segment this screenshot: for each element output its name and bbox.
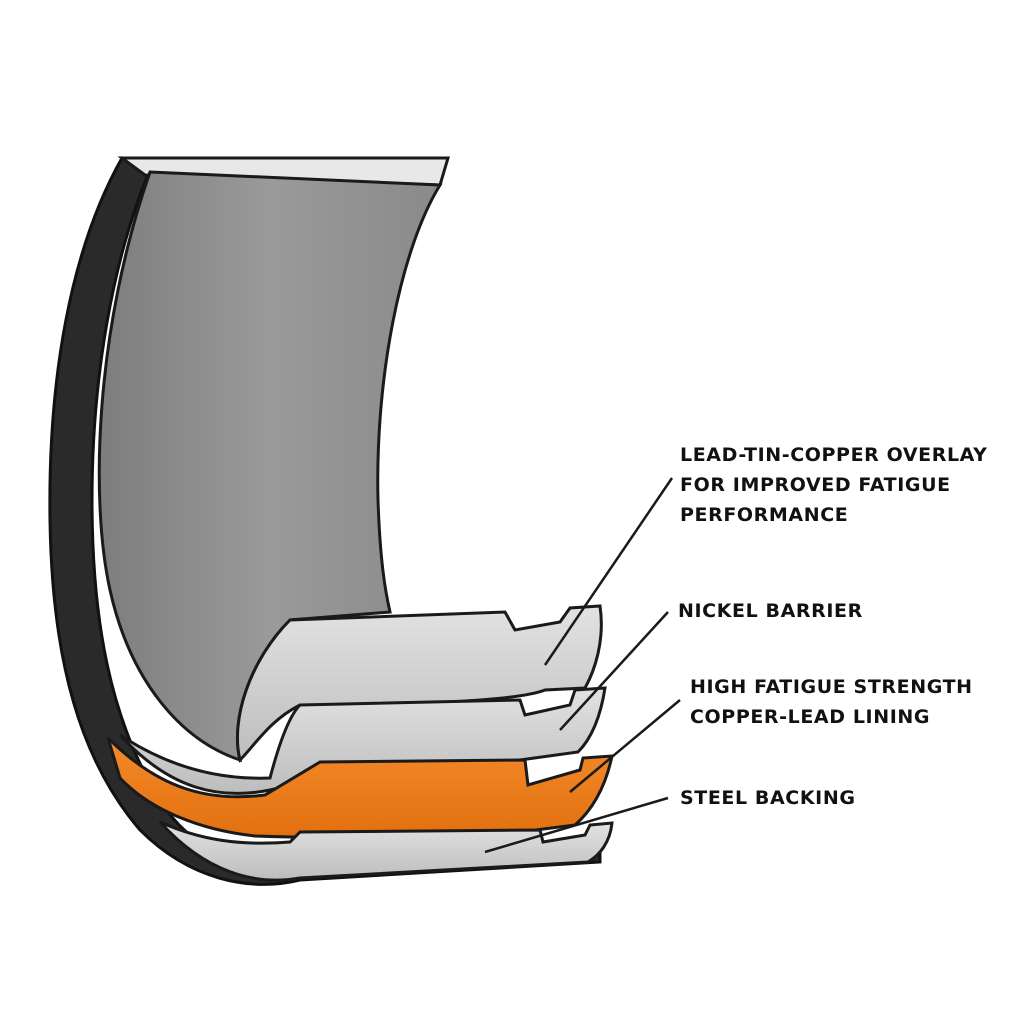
- overlay-leader-line: [543, 477, 674, 666]
- steel-backing-shell: [48, 156, 602, 886]
- steel-backing-layer: [158, 820, 614, 882]
- nickel-label: NICKEL BARRIER: [678, 596, 863, 626]
- overlay-label-line-3: PERFORMANCE: [680, 504, 849, 526]
- lining-label-line-1: HIGH FATIGUE STRENGTH: [690, 676, 973, 698]
- steel-label-line-1: STEEL BACKING: [680, 787, 856, 809]
- lining-label: HIGH FATIGUE STRENGTH COPPER-LEAD LINING: [690, 672, 973, 732]
- steel-leader-line: [484, 796, 669, 854]
- overlay-label: LEAD-TIN-COPPER OVERLAY FOR IMPROVED FAT…: [680, 440, 988, 530]
- nickel-label-line-1: NICKEL BARRIER: [678, 600, 863, 622]
- steel-label: STEEL BACKING: [680, 783, 856, 813]
- overlay-label-line-2: FOR IMPROVED FATIGUE: [680, 474, 951, 496]
- nickel-leader-line: [559, 611, 669, 731]
- lining-label-line-2: COPPER-LEAD LINING: [690, 706, 931, 728]
- nickel-barrier-layer: [118, 686, 607, 795]
- overlay-label-line-1: LEAD-TIN-COPPER OVERLAY: [680, 444, 988, 466]
- lining-leader-line: [569, 699, 681, 793]
